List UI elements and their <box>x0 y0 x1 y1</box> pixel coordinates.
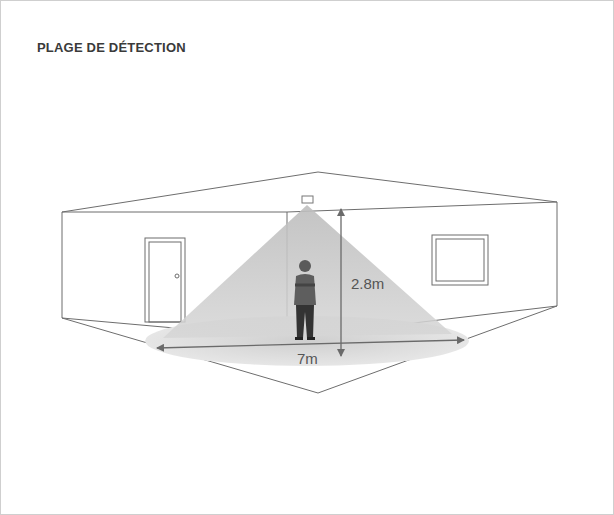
window <box>432 235 488 285</box>
width-dimension: 7m <box>297 350 318 367</box>
width-arrow <box>157 340 464 348</box>
sensor <box>302 196 313 203</box>
height-arrow <box>340 209 341 356</box>
height-dimension: 2.8m <box>351 275 384 292</box>
detection-cone <box>163 205 452 338</box>
room-outline <box>62 172 557 393</box>
diagram-title: PLAGE DE DÉTECTION <box>37 40 186 55</box>
door <box>145 238 185 322</box>
person <box>294 260 316 340</box>
